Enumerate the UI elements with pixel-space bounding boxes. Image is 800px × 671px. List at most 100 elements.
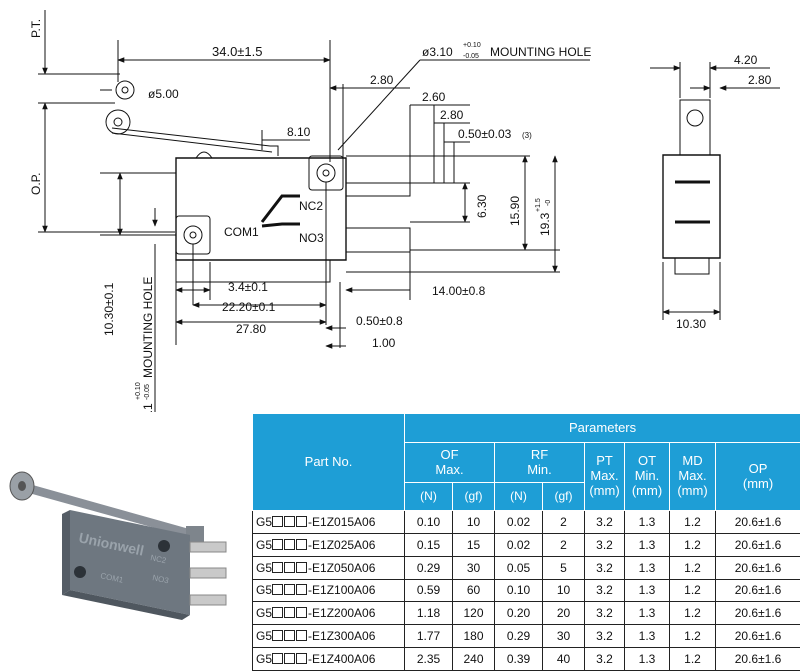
part-prefix: G5 xyxy=(256,606,273,621)
header-ot: OT Min. (mm) xyxy=(624,442,670,511)
header-md-label: MD xyxy=(682,453,703,469)
dim-0-50-note: (3) xyxy=(522,131,532,140)
cell-rf-gf: 2 xyxy=(542,532,585,557)
cell-of-n: 1.77 xyxy=(404,624,453,649)
part-number-cell: G5-E1Z100A06 xyxy=(252,578,405,603)
cell-md: 1.2 xyxy=(669,578,716,603)
part-suffix: -E1Z300A06 xyxy=(308,629,376,644)
cell-md: 1.2 xyxy=(669,532,716,557)
unit-of-n: (N) xyxy=(404,482,453,511)
part-number-cell: G5-E1Z050A06 xyxy=(252,555,405,580)
placeholder-box-icon xyxy=(296,561,308,573)
cell-pt: 3.2 xyxy=(584,555,625,580)
op-label: O.P. xyxy=(29,173,43,195)
cell-pt: 3.2 xyxy=(584,510,625,534)
placeholder-box-icon xyxy=(272,538,284,550)
dim-8-10: 8.10 xyxy=(287,125,311,139)
dim-3-1-text: MOUNTING HOLE xyxy=(141,277,155,378)
part-prefix: G5 xyxy=(256,629,273,644)
placeholder-box-icon xyxy=(284,630,296,642)
dim-length: 34.0±1.5 xyxy=(212,44,263,59)
pt-label: P.T. xyxy=(29,19,43,38)
cell-pt: 3.2 xyxy=(584,601,625,626)
cell-of-gf: 15 xyxy=(452,532,495,557)
part-prefix: G5 xyxy=(256,537,273,552)
cell-of-gf: 10 xyxy=(452,510,495,534)
placeholder-box-icon xyxy=(272,584,284,596)
header-ot-sub: Min. xyxy=(634,468,660,484)
placeholder-box-icon xyxy=(296,538,308,550)
cell-rf-n: 0.29 xyxy=(494,624,543,649)
part-number-cell: G5-E1Z025A06 xyxy=(252,532,405,557)
cell-of-n: 0.29 xyxy=(404,555,453,580)
cell-rf-gf: 30 xyxy=(542,624,585,649)
header-op-unit: (mm) xyxy=(742,475,774,491)
cell-of-gf: 60 xyxy=(452,578,495,603)
part-number-cell: G5-E1Z015A06 xyxy=(252,510,405,534)
header-rf-sub: Min. xyxy=(527,461,552,477)
placeholder-box-icon xyxy=(272,653,284,665)
cell-op: 20.6±1.6 xyxy=(714,647,800,671)
cell-ot: 1.3 xyxy=(624,578,670,603)
header-md-unit: (mm) xyxy=(677,482,708,498)
cell-rf-n: 0.05 xyxy=(494,555,543,580)
cell-ot: 1.3 xyxy=(624,624,670,649)
dim-6-30: 6.30 xyxy=(475,194,489,218)
cell-of-gf: 120 xyxy=(452,601,495,626)
part-number-cell: G5 -E1Z300A06 xyxy=(252,624,405,649)
side-dim-4-20: 4.20 xyxy=(734,53,758,67)
placeholder-box-icon xyxy=(284,561,296,573)
unit-of-gf: (gf) xyxy=(452,482,495,511)
cell-ot: 1.3 xyxy=(624,601,670,626)
cell-rf-gf: 10 xyxy=(542,578,585,603)
placeholder-box-icon xyxy=(296,515,308,527)
dim-3-4: 3.4±0.1 xyxy=(228,280,268,294)
cell-ot: 1.3 xyxy=(624,555,670,580)
dim-2-80-mid: 2.80 xyxy=(440,108,464,122)
dim-3-1-tol-lower: -0.05 xyxy=(144,384,151,400)
header-md: MD Max. (mm) xyxy=(669,442,716,511)
dim-2-80-top: 2.80 xyxy=(370,73,394,87)
parameter-table: Part No. Parameters OF Max. RF Min. PT M… xyxy=(252,413,800,671)
cell-rf-n: 0.20 xyxy=(494,601,543,626)
mounting-hole-main: ø3.10 xyxy=(422,45,453,59)
header-ot-unit: (mm) xyxy=(631,482,663,498)
cell-rf-gf: 40 xyxy=(542,647,585,671)
cell-op: 20.6±1.6 xyxy=(714,601,800,626)
cell-ot: 1.3 xyxy=(624,647,670,671)
cell-op: 20.6±1.6 xyxy=(714,532,800,557)
unit-rf-n: (N) xyxy=(494,482,543,511)
dim-3-1-tol-upper: +0.10 xyxy=(135,382,142,400)
placeholder-box-icon xyxy=(284,515,296,527)
cell-rf-n: 0.10 xyxy=(494,578,543,603)
placeholder-box-icon xyxy=(272,515,284,527)
dim-27-80: 27.80 xyxy=(236,322,266,336)
dim-15-90: 15.90 xyxy=(508,196,522,226)
part-prefix: G5 xyxy=(256,652,273,667)
cell-rf-n: 0.02 xyxy=(494,510,543,534)
part-prefix: G5 xyxy=(256,514,273,529)
placeholder-box-icon xyxy=(296,653,308,665)
side-dim-10-30: 10.30 xyxy=(676,317,706,331)
cell-op: 20.6±1.6 xyxy=(714,578,800,603)
header-parameters: Parameters xyxy=(403,413,800,443)
placeholder-box-icon xyxy=(296,630,308,642)
header-part-no: Part No. xyxy=(252,413,405,511)
part-prefix: G5 xyxy=(256,560,273,575)
cell-op: 20.6±1.6 xyxy=(714,624,800,649)
dim-10-30-vertical: 10.30±0.1 xyxy=(102,282,116,336)
header-rf-label: RF xyxy=(530,446,549,462)
header-pt: PT Max. (mm) xyxy=(584,442,625,511)
placeholder-box-icon xyxy=(296,584,308,596)
placeholder-box-icon xyxy=(284,607,296,619)
unit-rf-gf: (gf) xyxy=(542,482,585,511)
header-op: OP (mm) xyxy=(714,442,800,511)
placeholder-box-icon xyxy=(272,630,284,642)
